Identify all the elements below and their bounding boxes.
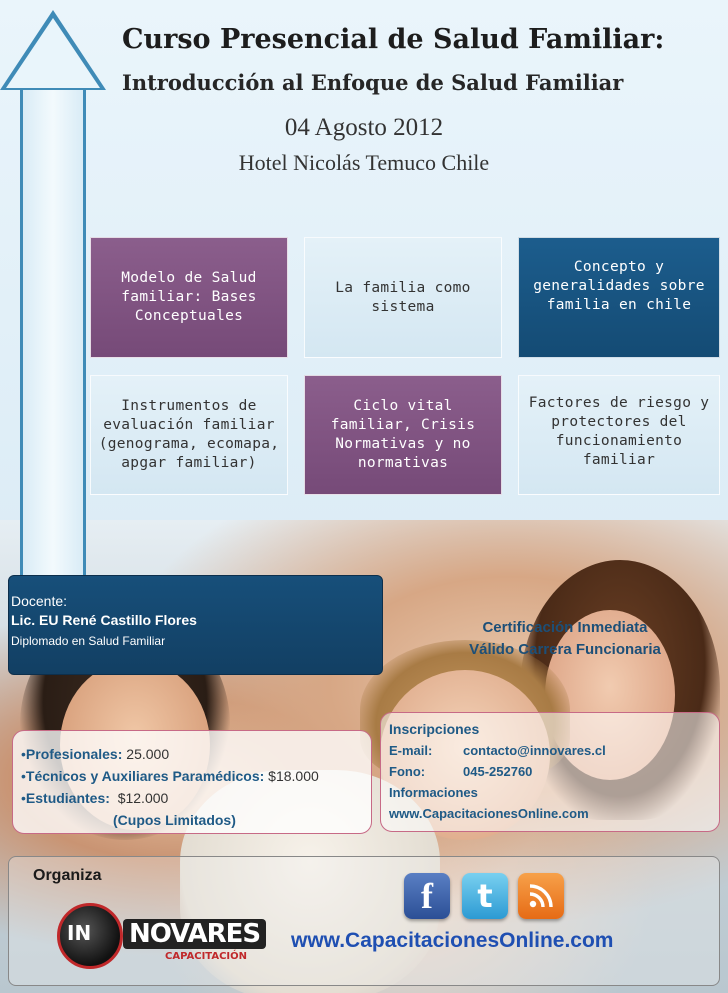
price-value: 25.000 (126, 746, 170, 762)
email-label: E-mail: (389, 743, 433, 758)
certification-line: Válido Carrera Funcionaria (469, 641, 661, 658)
price-row: •Estudiantes: $12.000 (21, 790, 169, 806)
course-date: 04 Agosto 2012 (284, 114, 444, 141)
price-value: $18.000 (268, 768, 319, 784)
facebook-icon[interactable]: f (404, 873, 450, 919)
logo-name: NOVARES (123, 919, 267, 949)
rss-icon[interactable] (518, 873, 564, 919)
logo-subtitle: CAPACITACIÓN (165, 951, 248, 962)
price-category: Técnicos y Auxiliares Paramédicos: (25, 768, 265, 784)
price-category: Profesionales: (25, 746, 123, 762)
topic-label: Factores de riesgo y protectores del fun… (528, 395, 710, 468)
registration-header: Inscripciones (389, 721, 480, 737)
email-link[interactable]: contacto@innovares.cl (463, 743, 606, 758)
phone-number: 045-252760 (463, 764, 533, 779)
price-value: $12.000 (117, 790, 169, 806)
price-row: •Técnicos y Auxiliares Paramédicos: $18.… (21, 768, 319, 784)
course-subtitle: Introducción al Enfoque de Salud Familia… (122, 70, 624, 95)
topic-box: Ciclo vital familiar, Crisis Normativas … (304, 375, 502, 495)
price-panel: •Profesionales: 25.000 •Técnicos y Auxil… (12, 730, 372, 834)
logo-emblem-icon (57, 903, 123, 969)
topic-box: Factores de riesgo y protectores del fun… (518, 375, 720, 495)
info-label: Informaciones (389, 785, 478, 800)
logo-in-text: IN (67, 921, 92, 945)
instructor-name: Lic. EU René Castillo Flores (11, 612, 197, 628)
certification-note: Certificación Inmediata Válido Carrera F… (440, 617, 690, 661)
twitter-icon[interactable]: t (462, 873, 508, 919)
topic-label: Ciclo vital familiar, Crisis Normativas … (330, 398, 476, 471)
certification-line: Certificación Inmediata (482, 619, 648, 636)
instructor-credential: Diplomado en Salud Familiar (11, 634, 166, 648)
phone-label: Fono: (389, 764, 426, 779)
topic-box: Modelo de Salud familiar: Bases Conceptu… (90, 237, 288, 358)
limited-seats-note: (Cupos Limitados) (113, 812, 236, 828)
price-category: Estudiantes: (25, 790, 110, 806)
instructor-label: Docente: (11, 593, 68, 609)
course-venue: Hotel Nicolás Temuco Chile (238, 150, 490, 175)
topic-box: Concepto y generalidades sobre familia e… (518, 237, 720, 358)
organizer-panel: Organiza IN NOVARES CAPACITACIÓN (8, 856, 720, 986)
price-row: •Profesionales: 25.000 (21, 746, 170, 762)
website-link[interactable]: www.CapacitacionesOnline.com (291, 929, 614, 952)
topic-label: Concepto y generalidades sobre familia e… (533, 259, 705, 313)
topic-box: Instrumentos de evaluación familiar (gen… (90, 375, 288, 495)
topic-label: Modelo de Salud familiar: Bases Conceptu… (121, 270, 257, 324)
topic-box: La familia como sistema (304, 237, 502, 358)
info-link[interactable]: www.CapacitacionesOnline.com (389, 806, 589, 821)
topic-label: Instrumentos de evaluación familiar (gen… (98, 398, 280, 471)
organizer-label: Organiza (33, 867, 102, 884)
course-title: Curso Presencial de Salud Familiar: (122, 24, 665, 55)
instructor-panel: Docente: Lic. EU René Castillo Flores Di… (8, 575, 383, 675)
topic-label: La familia como sistema (335, 279, 471, 315)
registration-panel: Inscripciones E-mail: contacto@innovares.… (380, 712, 720, 832)
innovares-logo[interactable]: IN NOVARES CAPACITACIÓN (47, 897, 267, 969)
